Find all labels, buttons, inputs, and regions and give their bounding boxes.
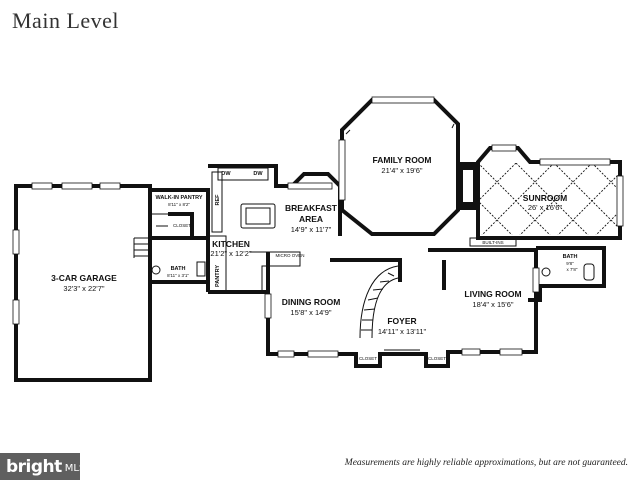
walkin-pantry-dim: 8'11" x 8'2" xyxy=(168,202,190,207)
garage-name: 3-CAR GARAGE xyxy=(51,273,117,283)
dining-room-name: DINING ROOM xyxy=(282,297,341,307)
micro-oven-label: MICRO OVEN xyxy=(275,253,304,258)
logo-word: bright xyxy=(6,456,62,477)
logo-suffix: MLS xyxy=(64,462,86,474)
dw-label-2: DW xyxy=(253,171,263,177)
living-room-name: LIVING ROOM xyxy=(464,289,521,299)
sunroom-name: SUNROOM xyxy=(523,193,567,203)
small-bath-name: BATH xyxy=(171,266,186,272)
right-bath-dim-2: x 7'8" xyxy=(567,267,578,272)
sunroom-walls xyxy=(469,144,624,247)
plan-title: Main Level xyxy=(12,8,120,33)
living-room-dim: 18'4" x 15'6" xyxy=(472,300,513,309)
builtins-label: BUILT-INS xyxy=(482,240,503,245)
service-walls xyxy=(150,188,210,292)
garage-walls xyxy=(12,182,152,382)
sunroom-lattice xyxy=(478,163,618,235)
dw-label: DW xyxy=(221,171,231,177)
small-bath-dim: 8'11" x 3'1" xyxy=(167,273,189,278)
breakfast-dim: 14'9" x 11'7" xyxy=(291,225,332,234)
right-bath-dim-1: 9'8" xyxy=(566,261,574,266)
dining-room-dim: 15'8" x 14'9" xyxy=(290,308,331,317)
pantry-closet-label: CLOSET xyxy=(173,223,191,228)
sunroom-dim: 26' x 16'6" xyxy=(528,203,563,212)
right-bath-name: BATH xyxy=(563,254,578,260)
kitchen-dim: 21'2" x 12'2" xyxy=(210,249,251,258)
family-room-name: FAMILY ROOM xyxy=(372,155,431,165)
foyer-name: FOYER xyxy=(387,316,416,326)
ref-label: REF xyxy=(215,194,221,206)
breakfast-name-2: AREA xyxy=(299,214,323,224)
breakfast-name-1: BREAKFAST xyxy=(285,203,338,213)
family-room-dim: 21'4" x 19'6" xyxy=(381,166,422,175)
pantry-closet-kitchen-label: PANTRY xyxy=(215,265,221,287)
foyer-dim: 14'11" x 13'11" xyxy=(378,327,427,336)
garage-dim: 32'3" x 22'7" xyxy=(63,284,104,293)
kitchen-name: KITCHEN xyxy=(212,239,250,249)
family-room-walls xyxy=(338,96,478,236)
main-walls xyxy=(264,248,540,368)
brightmls-logo: bright MLS xyxy=(0,453,85,480)
disclaimer-text: Measurements are highly reliable approxi… xyxy=(344,458,628,468)
closet-left-label: CLOSET xyxy=(359,356,377,361)
closet-right-label: CLOSET xyxy=(428,356,446,361)
walkin-pantry-name: WALK-IN PANTRY xyxy=(155,195,202,201)
